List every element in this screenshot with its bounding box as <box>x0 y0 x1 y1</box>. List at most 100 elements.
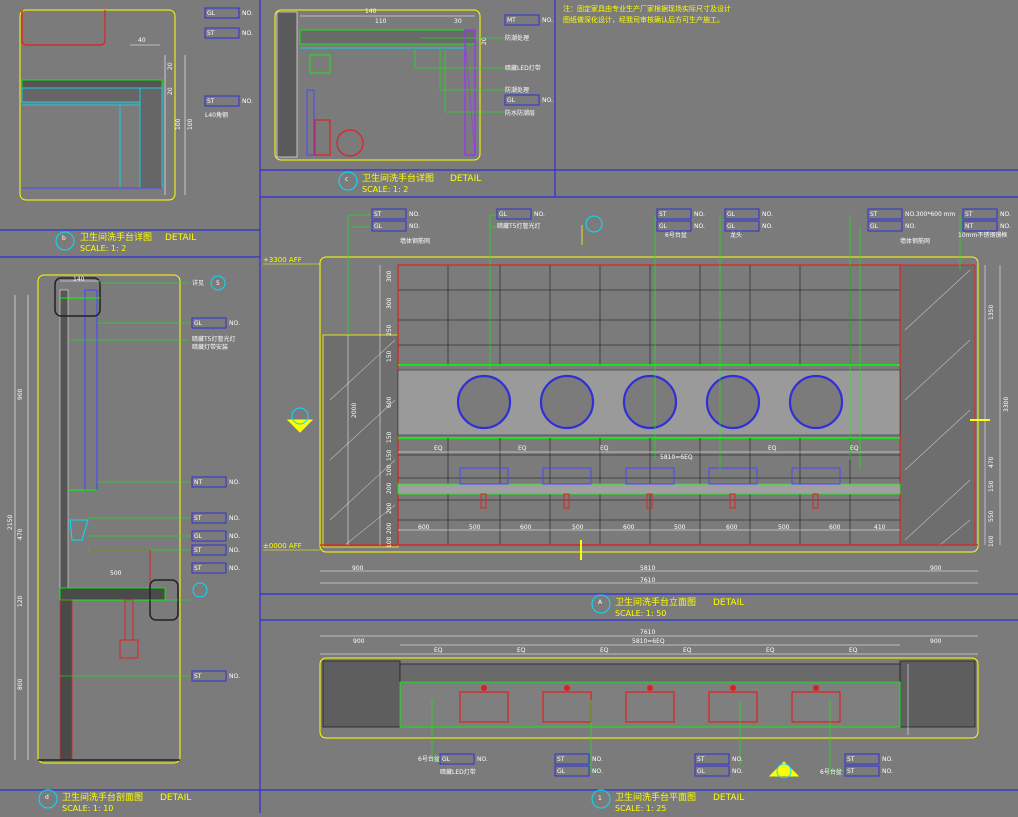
svg-text:GL: GL <box>697 768 706 775</box>
elev-dim-lv5: 600 <box>386 396 393 408</box>
svg-text:ST: ST <box>847 756 855 763</box>
elev-dim-lv6: 150 <box>386 431 393 443</box>
svg-text:NO.: NO. <box>592 768 603 775</box>
detail-c-dim-top: 140 <box>365 8 377 15</box>
detail-c-dim-v: 20 <box>481 37 488 45</box>
svg-text:NO.: NO. <box>905 223 916 230</box>
svg-text:NO.: NO. <box>732 768 743 775</box>
elev-bottom-right: 900 <box>930 565 942 572</box>
plan-eq-2: EQ <box>517 647 526 654</box>
elev-dim-rv4: 550 <box>988 510 995 522</box>
detail-c-annot-1: 防潮处理 <box>505 34 529 42</box>
title-1-name: 卫生间洗手台平面图 <box>615 791 696 803</box>
svg-text:1: 1 <box>598 795 602 802</box>
svg-text:NO.: NO. <box>694 223 705 230</box>
elev-annot-faucet: 龙头 <box>730 231 742 239</box>
elev-eq-total: 5810=6EQ <box>660 454 693 461</box>
detail-b-tag-gl: GL NO. <box>204 7 253 19</box>
svg-text:A: A <box>598 599 603 606</box>
elev-dim-lv10: 200 <box>386 502 393 514</box>
svg-text:DETAIL: DETAIL <box>450 174 481 184</box>
svg-text:ST: ST <box>659 211 667 218</box>
svg-text:NO.: NO. <box>242 30 253 37</box>
svg-text:c: c <box>345 176 348 183</box>
elev-dim-lv2: 300 <box>386 297 393 309</box>
svg-text:ST: ST <box>870 211 878 218</box>
elev-bc-4: 500 <box>572 524 584 531</box>
svg-text:b: b <box>62 235 66 242</box>
elev-bc-6: 500 <box>674 524 686 531</box>
elev-annot-mirror: 10mm不锈钢镜框 <box>958 231 1007 239</box>
svg-text:ST: ST <box>194 565 202 572</box>
section-d-dim-v1: 900 <box>17 388 24 400</box>
svg-text:d: d <box>45 794 49 801</box>
elev-eq-5: EQ <box>850 445 859 452</box>
plan-eq-6: EQ <box>849 647 858 654</box>
elev-dim-lv7: 150 <box>386 449 393 461</box>
svg-text:NO.300*600 mm: NO.300*600 mm <box>905 211 956 218</box>
svg-text:5: 5 <box>216 280 220 287</box>
svg-text:NO.: NO. <box>1000 211 1011 218</box>
title-1-scale: SCALE: 1: 25 <box>615 804 666 813</box>
plan-tag-gl3: GL NO. <box>694 765 743 777</box>
svg-text:NO.: NO. <box>242 98 253 105</box>
detail-b-dim-v3: 100 <box>175 118 182 130</box>
plan-eq-3: EQ <box>600 647 609 654</box>
note-line-2: 图纸做深化设计，经我司审核确认后方可生产施工。 <box>563 15 724 24</box>
title-block-1: 1 卫生间洗手台平面图 DETAIL SCALE: 1: 25 <box>591 789 744 813</box>
svg-text:NO.: NO. <box>592 756 603 763</box>
detail-c-dim-sub1: 110 <box>375 18 387 25</box>
elev-bc-8: 500 <box>778 524 790 531</box>
section-d-dim-top: 140 <box>73 276 85 283</box>
section-d-ref: 详见 <box>192 279 204 287</box>
section-d-drawing: 140 900 2150 470 120 800 500 详见 5 暗藏T5灯管… <box>7 274 240 764</box>
detail-c-annot-2: 暗藏LED灯带 <box>505 64 541 72</box>
detail-c-annot-4: 防水防潮层 <box>505 109 535 117</box>
svg-text:NO.: NO. <box>542 97 553 104</box>
section-d-annot-lamp: 暗藏T5灯管光灯 <box>192 335 235 343</box>
detail-b-dim-v4: 100 <box>187 118 194 130</box>
section-d-annot-lamp2: 暗藏灯带安装 <box>192 343 228 351</box>
elev-dim-rv2: 470 <box>988 456 995 468</box>
elev-dim-rv5: 100 <box>988 535 995 547</box>
svg-text:NO.: NO. <box>694 211 705 218</box>
elev-dim-ltotal: 2000 <box>351 403 358 418</box>
detail-b-dim-top: 40 <box>138 37 146 44</box>
elev-bc-1: 600 <box>418 524 430 531</box>
svg-text:ST: ST <box>207 98 215 105</box>
svg-text:GL: GL <box>507 97 516 104</box>
svg-text:DETAIL: DETAIL <box>165 233 196 243</box>
note-line-1: 注：固定家具由专业生产厂家根据现场实际尺寸及设计 <box>563 4 731 13</box>
elev-annot-basin: 6号台盆 <box>665 231 687 239</box>
svg-text:GL: GL <box>727 223 736 230</box>
svg-text:NO.: NO. <box>229 565 240 572</box>
detail-b-dim-v2: 20 <box>167 87 174 95</box>
plan-dim-left: 900 <box>353 638 365 645</box>
svg-text:GL: GL <box>194 320 203 327</box>
svg-text:DETAIL: DETAIL <box>160 793 191 803</box>
title-d-scale: SCALE: 1: 10 <box>62 804 113 813</box>
detail-c-tag-gl: GL NO. <box>504 94 553 106</box>
svg-text:NO.: NO. <box>229 479 240 486</box>
elev-dim-rtotal: 3300 <box>1003 397 1010 412</box>
plan-eq-4: EQ <box>683 647 692 654</box>
title-block-a: A 卫生间洗手台立面图 DETAIL SCALE: 1: 50 <box>591 594 744 618</box>
svg-text:NO.: NO. <box>477 756 488 763</box>
elev-dim-lv1: 300 <box>386 270 393 282</box>
elev-bc-7: 600 <box>726 524 738 531</box>
title-block-c: c 卫生间洗手台详图 DETAIL SCALE: 1: 2 <box>338 171 481 194</box>
svg-text:NO.: NO. <box>229 547 240 554</box>
